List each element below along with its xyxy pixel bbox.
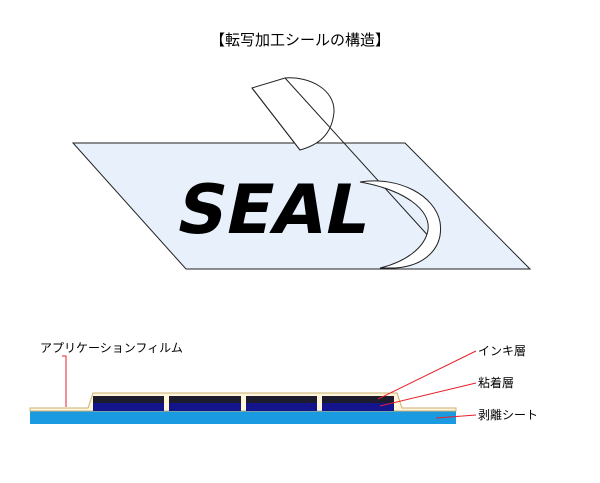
leader-ink-layer (377, 350, 477, 400)
ink-block-2 (169, 396, 241, 411)
label-application-film: アプリケーションフィルム (40, 341, 183, 355)
ink-block-4 (322, 396, 394, 411)
ink-block-3 (246, 396, 317, 411)
diagram-title: 【転写加工シールの構造】 (210, 31, 390, 49)
peeled-film-curl (359, 180, 442, 269)
film-fold-line (251, 87, 301, 151)
release-sheet-layer (30, 411, 456, 424)
leader-adhesive-layer (379, 382, 477, 407)
leader-application-film (62, 355, 67, 407)
ink-block-1 (93, 396, 164, 411)
film-edge-line (284, 77, 433, 241)
peeled-film-upper (251, 77, 335, 151)
label-adhesive-layer: 粘着層 (478, 375, 514, 390)
label-ink-layer: インキ層 (478, 344, 526, 358)
label-release-sheet: 剥離シート (478, 408, 538, 422)
leader-release-sheet (435, 414, 477, 419)
seal-lettering: SEAL (170, 171, 378, 250)
